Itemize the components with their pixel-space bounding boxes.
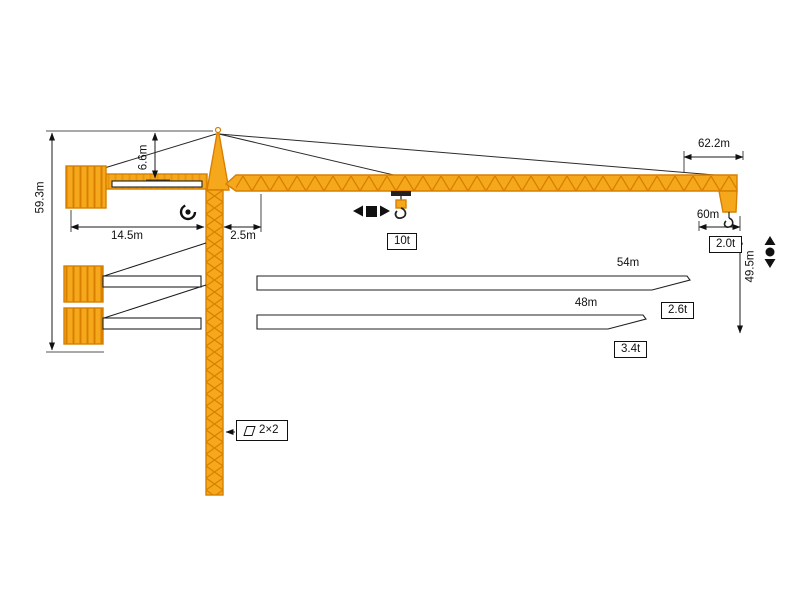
mast-section-value: 2×2 — [259, 424, 279, 436]
dimension-lines — [46, 130, 744, 353]
under-hook-height-label: 49.5m — [744, 250, 757, 283]
tip-load-badge: 2.0t — [709, 236, 743, 253]
tower-mast — [205, 189, 224, 496]
total-height-label: 59.3m — [34, 181, 47, 214]
trolley-travel-icon — [353, 205, 390, 217]
alt-counterweight-2 — [63, 284, 207, 345]
main-jib — [224, 174, 738, 192]
jib-option-54-load-badge: 2.6t — [661, 302, 695, 319]
alt-counterweight-1 — [63, 242, 207, 303]
mast-section-icon — [243, 425, 256, 436]
trolley-hook — [391, 191, 411, 220]
slewing-icon — [179, 203, 197, 221]
jib-length-label: 62.2m — [698, 138, 730, 150]
mast-section-badge: 2×2 — [236, 420, 288, 441]
jib-option-48-load-badge: 3.4t — [614, 341, 648, 358]
jib-option-48-label: 48m — [574, 297, 598, 309]
counterweight-blocks — [65, 165, 107, 209]
pendant-cables — [87, 133, 728, 177]
tip-radius-label: 60m — [696, 209, 720, 221]
hoist-icon — [764, 236, 776, 268]
jib-option-54-label: 54m — [616, 257, 640, 269]
tower-head — [206, 126, 230, 191]
max-load-badge: 10t — [387, 233, 417, 250]
alt-jib-48 — [256, 314, 647, 330]
rear-offset-label: 2.5m — [230, 230, 256, 242]
counter-radius-label: 14.5m — [111, 230, 143, 242]
alt-jib-54 — [256, 275, 691, 291]
head-height-label: 6.6m — [137, 144, 150, 171]
